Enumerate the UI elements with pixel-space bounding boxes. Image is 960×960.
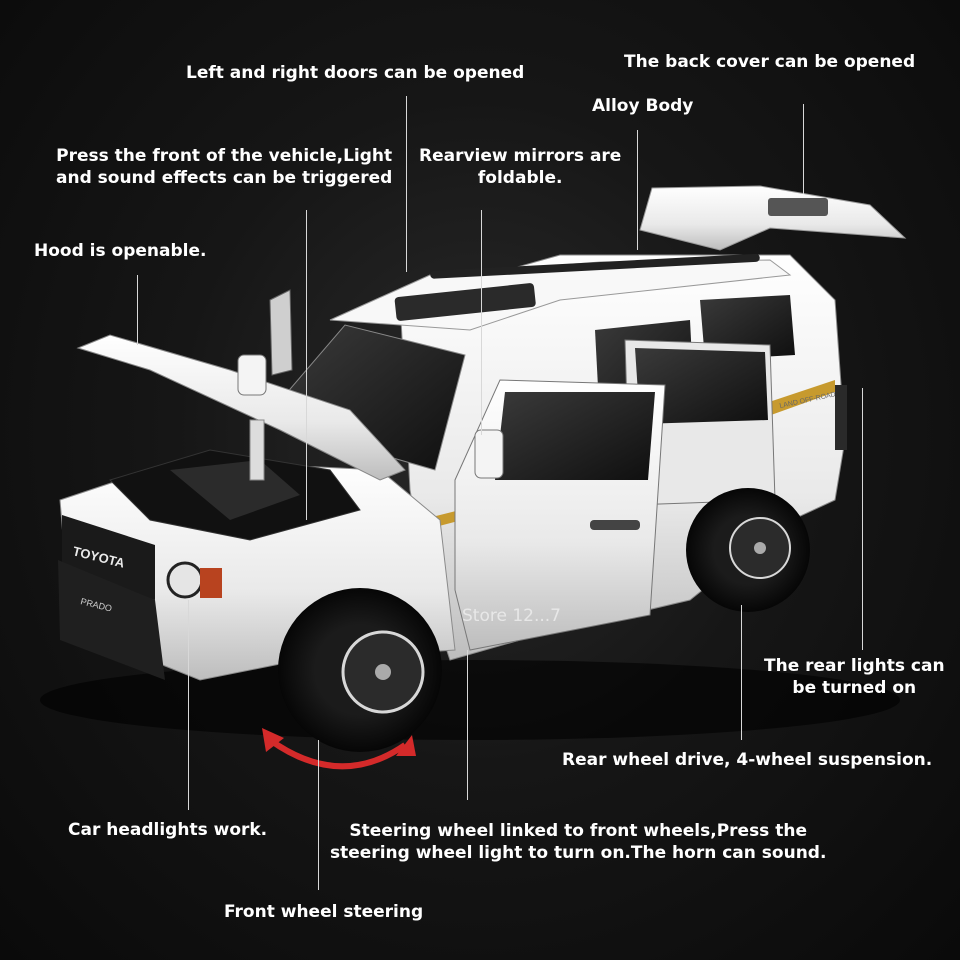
roof-rail xyxy=(430,253,760,279)
leader-line-steering xyxy=(467,650,468,800)
label-steering-line2: steering wheel light to turn on.The horn… xyxy=(330,843,827,863)
label-rear-lights-line1: The rear lights can xyxy=(764,656,945,676)
store-watermark: Store 12...7 xyxy=(462,606,561,626)
leader-line-alloy xyxy=(637,130,638,250)
hood-prop xyxy=(249,419,265,481)
label-alloy-body: Alloy Body xyxy=(592,96,694,116)
left-door-open xyxy=(269,289,293,376)
leader-line-hood xyxy=(137,275,138,345)
label-light-sound: Press the front of the vehicle,Light and… xyxy=(56,145,392,189)
ground-shadow xyxy=(40,660,900,740)
label-light-sound-line1: Press the front of the vehicle,Light xyxy=(56,146,393,166)
leader-line-front-steering xyxy=(318,740,319,890)
label-steering-line1: Steering wheel linked to front wheels,Pr… xyxy=(349,821,807,841)
label-light-sound-line2: and sound effects can be triggered xyxy=(56,168,393,188)
label-mirrors-line1: Rearview mirrors are xyxy=(419,146,622,166)
hood-open xyxy=(76,334,406,481)
label-rear-lights-line2: be turned on xyxy=(792,678,917,698)
rear-door-window xyxy=(635,348,768,424)
front-wheel xyxy=(278,588,442,752)
steering-arrow xyxy=(268,737,407,770)
label-headlights: Car headlights work. xyxy=(68,820,268,840)
label-rear-lights: The rear lights can be turned on xyxy=(764,655,945,699)
leader-line-doors xyxy=(406,96,407,272)
hatch-glass xyxy=(768,198,828,216)
leader-line-mirrors xyxy=(481,210,482,435)
door-handle xyxy=(590,520,640,530)
engine-cover xyxy=(170,460,300,520)
label-hood: Hood is openable. xyxy=(34,241,207,261)
rear-wheel xyxy=(686,488,810,612)
side-mirror xyxy=(474,429,504,479)
leader-line-light-sound xyxy=(306,210,307,520)
leader-line-headlights xyxy=(188,600,189,810)
rear-light xyxy=(835,385,847,450)
label-front-steering: Front wheel steering xyxy=(224,902,424,922)
front-door-window xyxy=(495,392,655,480)
arrow-head-left xyxy=(262,728,284,752)
label-back-cover: The back cover can be opened xyxy=(624,52,916,72)
label-mirrors-line2: foldable. xyxy=(477,168,563,188)
left-mirror xyxy=(237,354,267,396)
label-doors: Left and right doors can be opened xyxy=(186,63,525,83)
arrow-head-right xyxy=(396,735,416,756)
front-indicator xyxy=(200,568,222,598)
front-bumper xyxy=(58,560,165,680)
label-steering: Steering wheel linked to front wheels,Pr… xyxy=(330,820,826,864)
front-headlight xyxy=(166,561,204,599)
leader-line-back-cover xyxy=(803,104,804,194)
label-mirrors: Rearview mirrors are foldable. xyxy=(419,145,621,189)
label-rear-drive: Rear wheel drive, 4-wheel suspension. xyxy=(562,750,933,770)
leader-line-rear-lights xyxy=(862,388,863,650)
sunroof xyxy=(394,283,536,321)
back-cover-open xyxy=(639,185,907,251)
leader-line-rear-drive xyxy=(741,605,742,740)
front-grille xyxy=(62,515,155,600)
